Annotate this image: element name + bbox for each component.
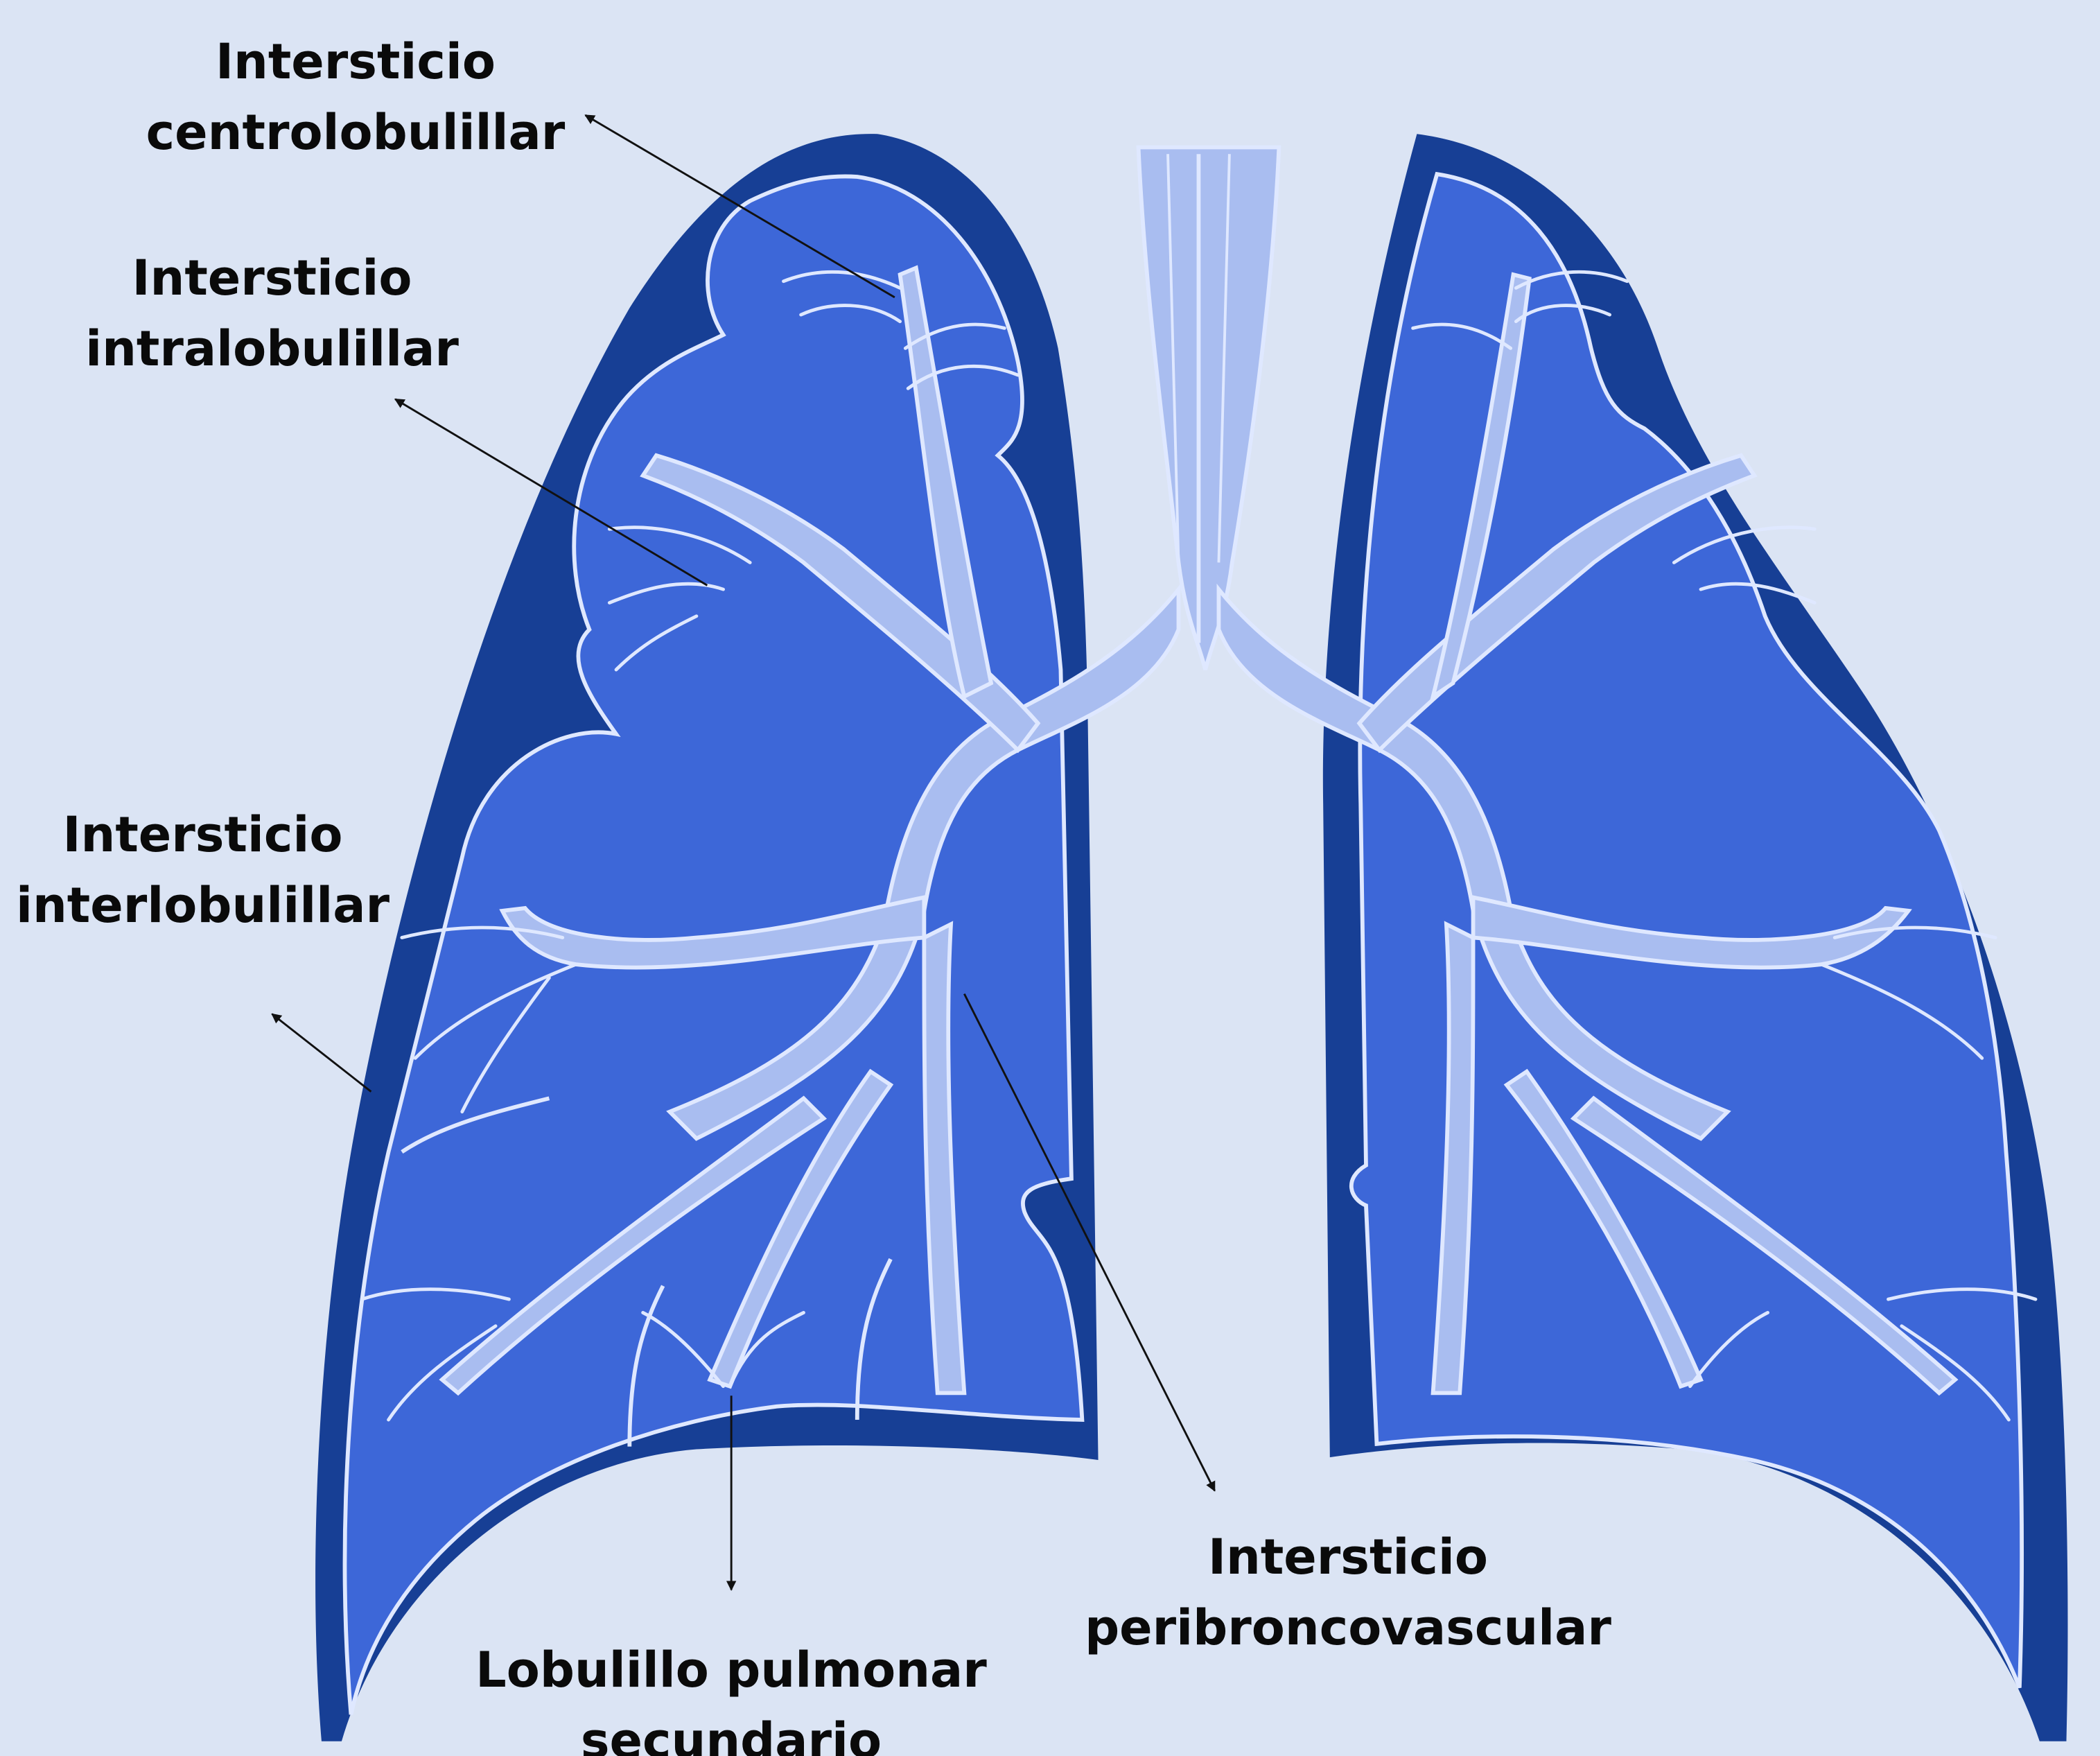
label-peribroncovascular: Intersticio peribroncovascular	[1053, 1522, 1643, 1663]
label-intralobulillar: Intersticio intralobulillar	[7, 243, 537, 384]
label-interlobulillar: Intersticio interlobulillar	[0, 799, 405, 941]
label-interlobulillar-line2: interlobulillar	[0, 870, 405, 941]
label-lobulillo-line2: secundario	[440, 1705, 1022, 1756]
arrow-interlobulillar	[272, 1014, 371, 1092]
label-interlobulillar-line1: Intersticio	[0, 799, 405, 870]
trachea	[1139, 148, 1279, 670]
label-peribroncovascular-line2: peribroncovascular	[1053, 1592, 1643, 1663]
label-intralobulillar-line2: intralobulillar	[7, 313, 537, 384]
label-lobulillo-pulmonar: Lobulillo pulmonar secundario	[440, 1635, 1022, 1756]
label-centrolobulillar: Intersticio centrolobulillar	[89, 26, 622, 168]
label-peribroncovascular-line1: Intersticio	[1053, 1522, 1643, 1592]
label-lobulillo-line1: Lobulillo pulmonar	[440, 1635, 1022, 1705]
label-centrolobulillar-line2: centrolobulillar	[89, 97, 622, 168]
label-centrolobulillar-line1: Intersticio	[89, 26, 622, 97]
label-intralobulillar-line1: Intersticio	[7, 243, 537, 313]
